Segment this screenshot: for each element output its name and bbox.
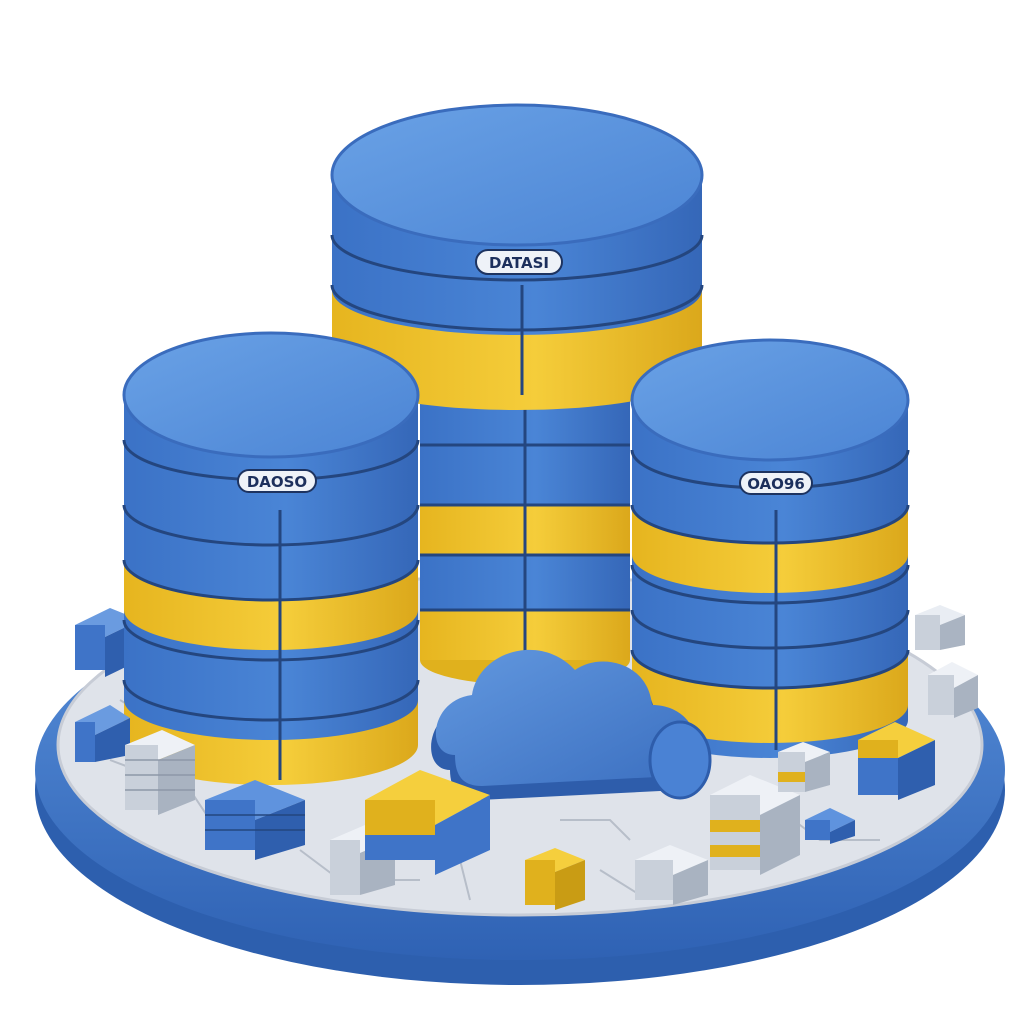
block-stack-yellow-3 [858,722,935,800]
block-stack-front-6 [710,775,800,875]
block-stack-front-7 [778,742,830,792]
block-stack-back-left [75,608,140,677]
block-stack-yellow-1 [365,770,490,875]
database-tower-center: DATASI [330,103,704,685]
database-tower-left: DAOSO [122,331,420,785]
block-stack-front-2 [125,730,195,815]
tag-left [237,469,317,493]
tag-center-text: DATASI [489,254,549,272]
tag-right [739,471,813,495]
block-stack-back-right [915,605,965,650]
block-stack-front-1 [75,705,130,762]
tag-left-text: DAOSO [247,473,307,491]
block-stack-front-8 [805,808,855,844]
tag-right-text: OAO96 [747,475,805,493]
block-stack-yellow-2 [525,848,585,910]
database-tower-right: OAO96 [630,338,910,758]
block-stack-front-5 [635,845,708,905]
tag-center [475,249,563,275]
block-stack-front-3 [205,780,305,860]
block-stack-front-9 [928,662,978,718]
cloud-icon [431,649,712,800]
